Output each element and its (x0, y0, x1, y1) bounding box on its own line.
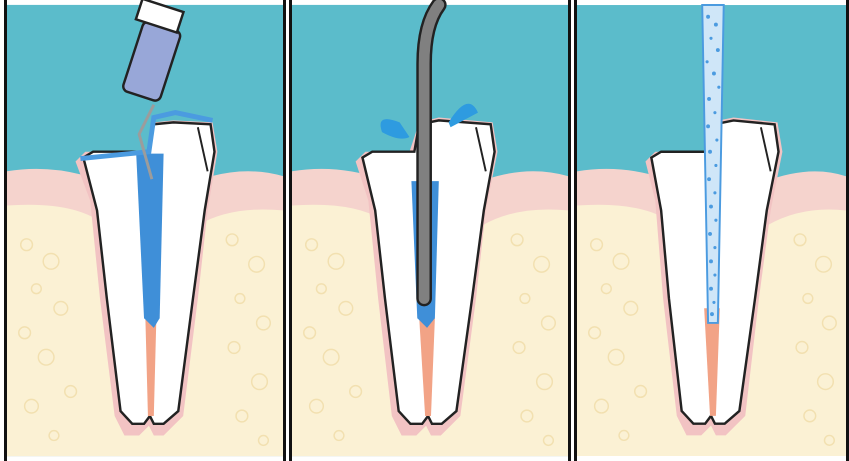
panel-1-svg (7, 0, 283, 461)
panel-step-3 (574, 0, 849, 461)
panel-step-2 (289, 0, 571, 461)
panel-step-1 (4, 0, 286, 461)
panel-2-svg (292, 0, 568, 461)
panel-3-svg (577, 0, 846, 461)
